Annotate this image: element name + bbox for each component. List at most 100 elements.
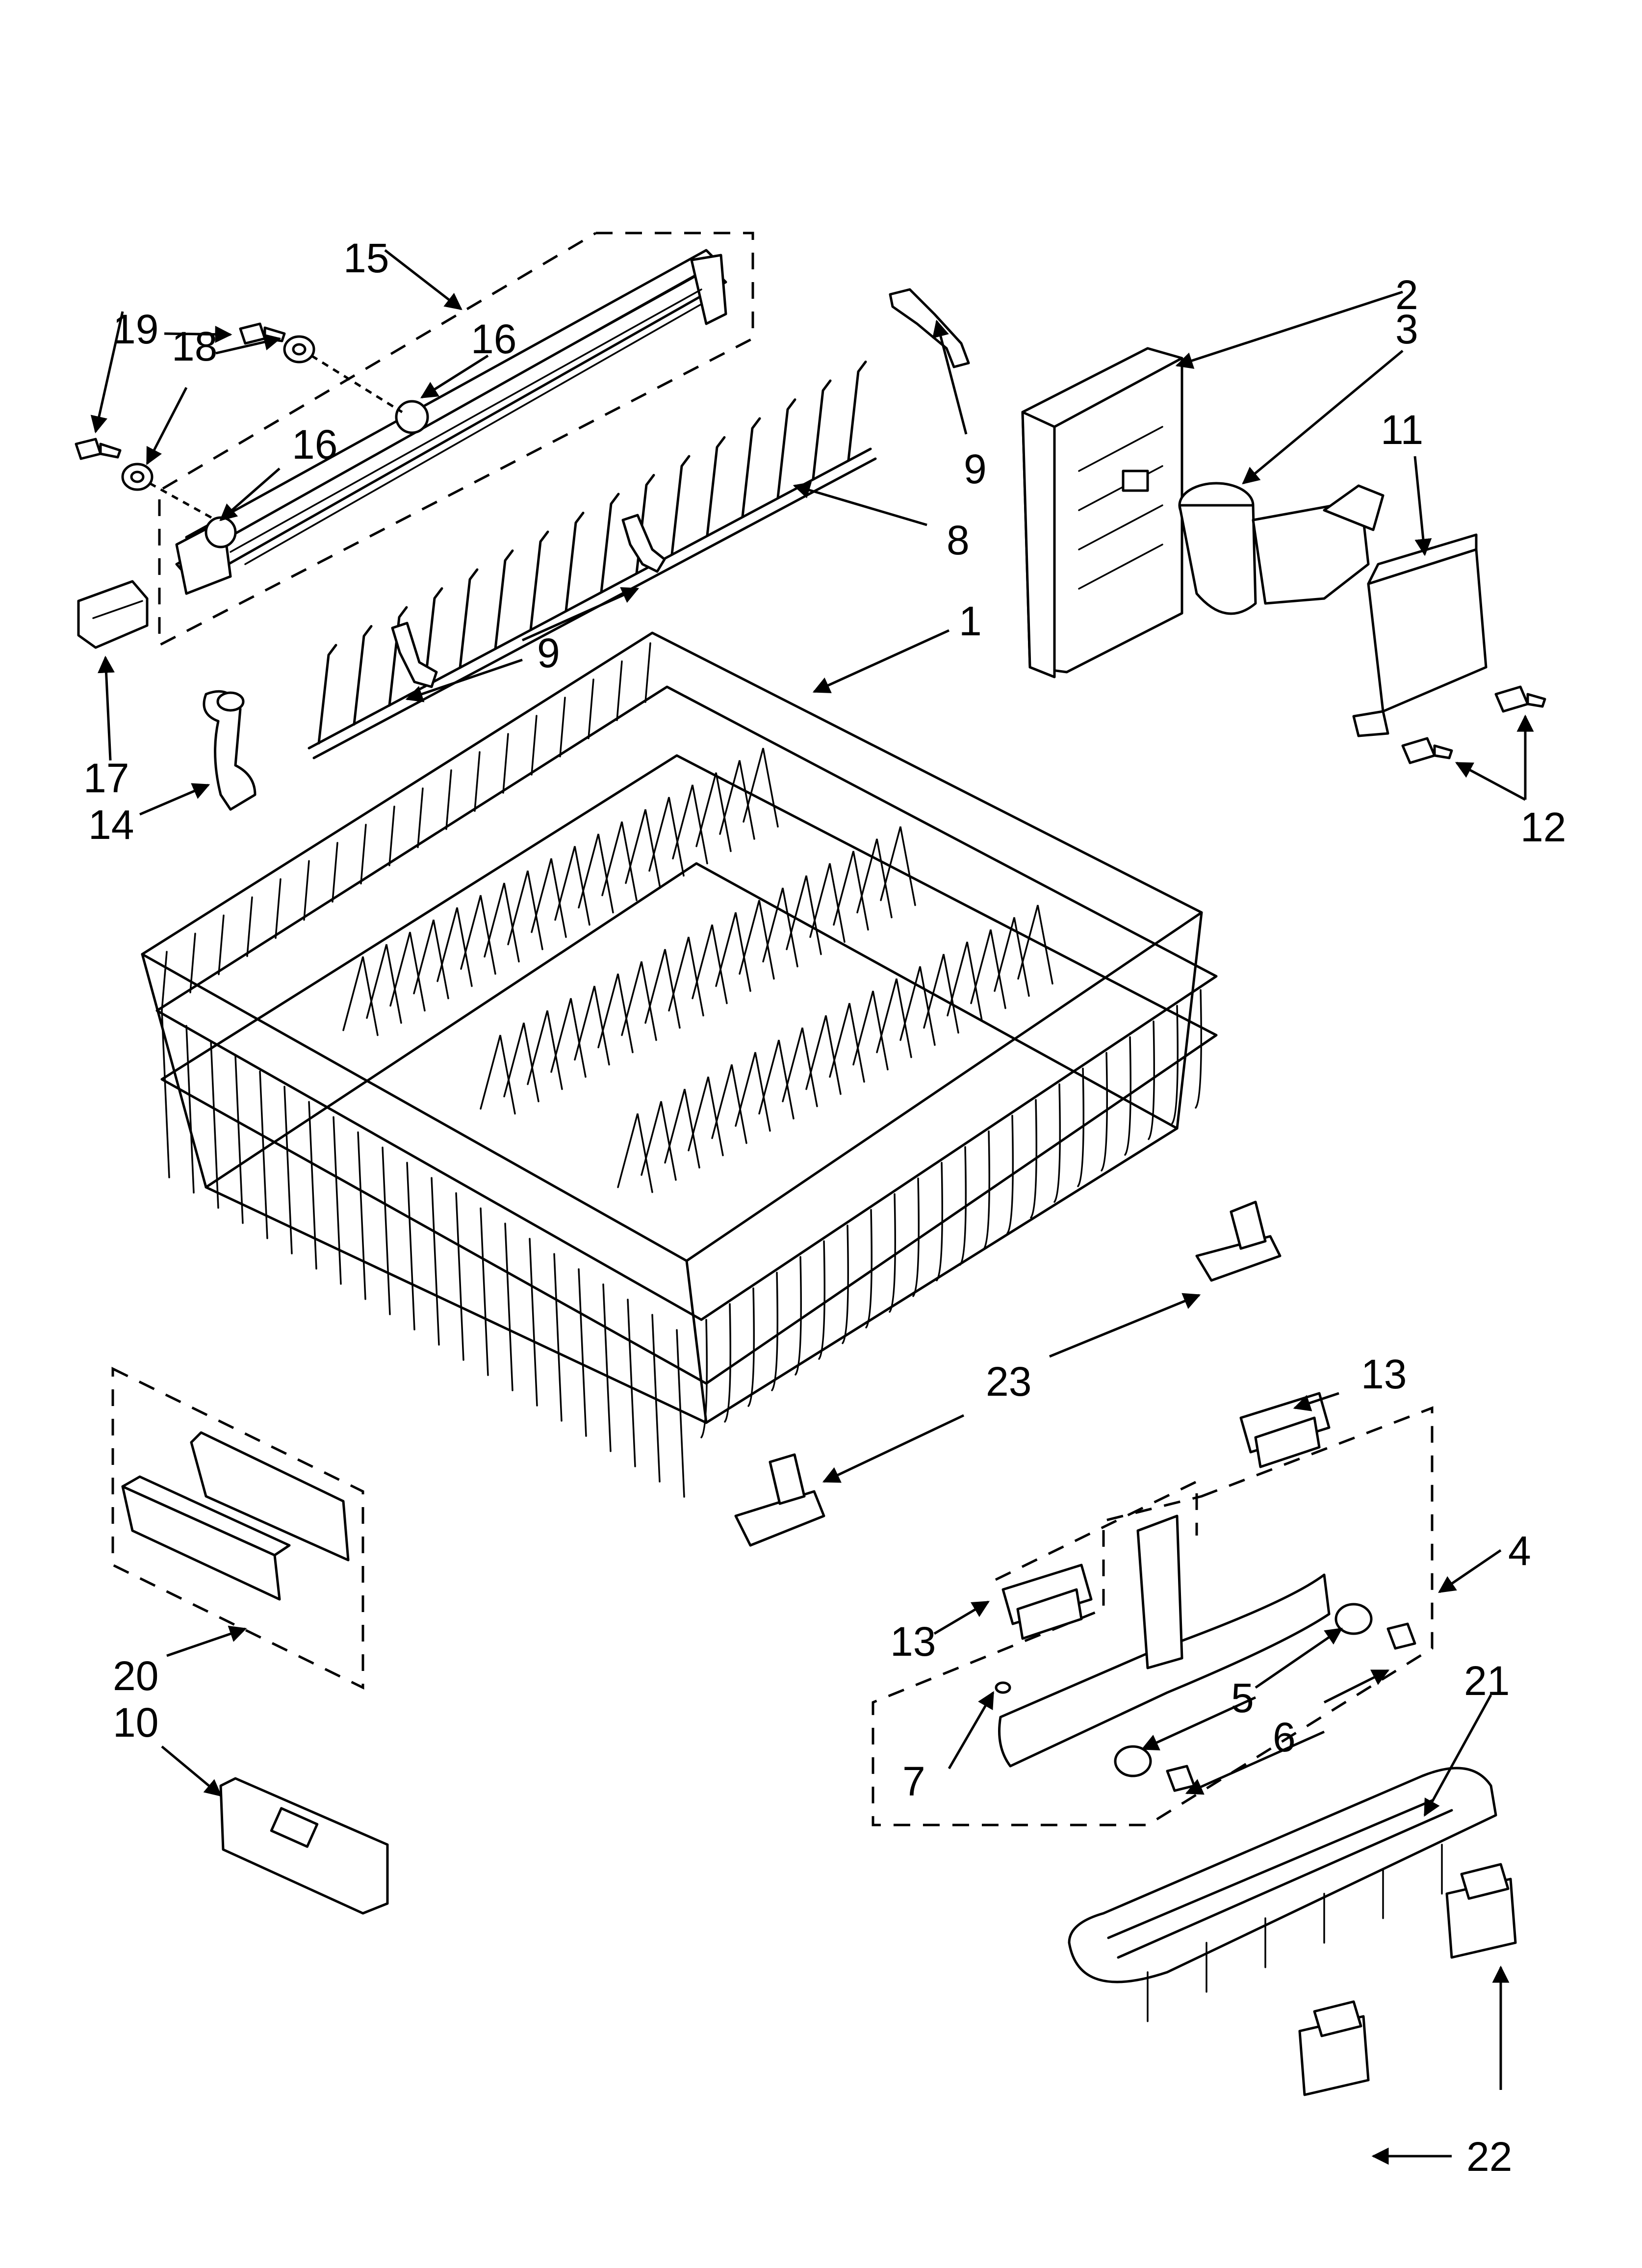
wire-segment bbox=[852, 991, 889, 1070]
wire-segment bbox=[776, 398, 796, 499]
wire-segment bbox=[388, 606, 408, 707]
wire-segment bbox=[460, 895, 496, 975]
callout-labels: 15 19 18 16 16 17 14 2 3 11 9 8 9 1 12 2… bbox=[83, 235, 1566, 2180]
wire-segment bbox=[644, 949, 681, 1029]
callout-11: 11 bbox=[1381, 407, 1423, 453]
wire-segment bbox=[786, 875, 822, 955]
callout-13-lower: 13 bbox=[890, 1618, 936, 1665]
wire-segment bbox=[1195, 989, 1202, 1109]
wire-segment bbox=[782, 1027, 818, 1107]
wire-segment bbox=[889, 1193, 896, 1313]
callout-21: 21 bbox=[1464, 1658, 1510, 1704]
wire-segment bbox=[333, 1116, 342, 1285]
wire-segment bbox=[743, 748, 779, 828]
wire-segment bbox=[856, 838, 893, 918]
wire-segment bbox=[417, 787, 424, 848]
wire-segment bbox=[739, 900, 775, 980]
end-cap-part-17 bbox=[77, 580, 149, 649]
wire-segment bbox=[994, 917, 1030, 997]
callout-8: 8 bbox=[947, 517, 970, 563]
callout-7: 7 bbox=[902, 1758, 925, 1804]
wire-segment bbox=[332, 842, 338, 903]
wire-segment bbox=[531, 858, 567, 938]
wire-segment bbox=[670, 455, 691, 556]
rack-stop-part-23-right bbox=[1195, 1200, 1282, 1282]
wire-segment bbox=[431, 1177, 440, 1346]
screw-19-lower bbox=[75, 438, 122, 460]
wire-segment bbox=[185, 1025, 195, 1194]
wire-segment bbox=[503, 1022, 539, 1102]
callout-16-lower: 16 bbox=[292, 421, 337, 468]
wire-segment bbox=[303, 860, 310, 921]
wire-segment bbox=[880, 826, 916, 906]
wheel-carrier-group-part-4 bbox=[872, 1406, 1434, 1826]
wire-segment bbox=[627, 1299, 636, 1467]
wire-segment bbox=[809, 863, 846, 943]
wire-segment bbox=[259, 1070, 268, 1239]
wire-segment bbox=[1124, 1036, 1131, 1156]
callout-9-upper: 9 bbox=[964, 446, 987, 492]
wire-segment bbox=[480, 1207, 489, 1376]
wire-segment bbox=[553, 1253, 563, 1422]
wire-segment bbox=[588, 678, 594, 739]
wire-segment bbox=[275, 878, 282, 939]
callout-5: 5 bbox=[1231, 1675, 1254, 1721]
rack-clip-part-22-left bbox=[1298, 2000, 1370, 2096]
wire-segment bbox=[218, 914, 225, 975]
wire-segment bbox=[459, 568, 479, 669]
wire-segment bbox=[795, 1256, 802, 1376]
wire-segment bbox=[970, 929, 1006, 1009]
washer-18-lower bbox=[121, 463, 154, 491]
wire-segment bbox=[735, 1052, 771, 1132]
rail-group-dashed-outline bbox=[158, 232, 754, 648]
handle-group-part-20 bbox=[111, 1366, 364, 1690]
wire-segment bbox=[695, 772, 732, 852]
latch-part-10 bbox=[219, 1777, 389, 1915]
wire-segment bbox=[711, 1064, 747, 1144]
wire-segment bbox=[210, 1040, 219, 1209]
wire-segment bbox=[504, 1223, 513, 1391]
wire-segment bbox=[1171, 1005, 1179, 1124]
wire-segment bbox=[413, 919, 449, 999]
wire-segment bbox=[651, 1314, 661, 1483]
wire-segment bbox=[161, 951, 168, 1012]
callout-2: 2 bbox=[1395, 272, 1418, 318]
wire-segment bbox=[317, 644, 337, 745]
carrier-group-dashed-outline bbox=[872, 1406, 1434, 1826]
wire-segment bbox=[688, 1076, 724, 1156]
wire-segment bbox=[189, 933, 196, 993]
wire-segment bbox=[833, 851, 869, 931]
wire-segment bbox=[502, 733, 509, 794]
wire-segment bbox=[762, 887, 798, 967]
wire-segment bbox=[700, 1319, 708, 1438]
wire-segment bbox=[865, 1209, 872, 1329]
wire-segment bbox=[947, 941, 983, 1021]
wire-segment bbox=[818, 1240, 825, 1360]
wire-segment bbox=[574, 986, 610, 1066]
callout-15: 15 bbox=[343, 235, 389, 281]
adjuster-housing-part-2 bbox=[1021, 347, 1183, 678]
wire-segment bbox=[474, 751, 481, 812]
rack-clip-part-22-right bbox=[1445, 1863, 1517, 1959]
wire-segment bbox=[625, 809, 661, 889]
callout-19: 19 bbox=[113, 306, 158, 352]
wire-segment bbox=[246, 896, 253, 957]
wire-segment bbox=[559, 697, 566, 757]
wire-segment bbox=[529, 1238, 538, 1407]
wire-segment bbox=[644, 642, 651, 703]
wire-segment bbox=[600, 493, 620, 594]
callout-1: 1 bbox=[959, 598, 982, 644]
wire-segment bbox=[1017, 905, 1053, 985]
adjuster-lever-part-3 bbox=[1178, 482, 1385, 615]
wire-segment bbox=[876, 978, 912, 1058]
tine-clip-part-9-mid bbox=[621, 514, 666, 573]
basket-inner-tines bbox=[342, 748, 1053, 1193]
wire-segment bbox=[747, 1287, 755, 1407]
wire-segment bbox=[550, 998, 587, 1078]
screws-part-12 bbox=[1401, 685, 1546, 764]
callout-16-upper: 16 bbox=[471, 316, 516, 362]
tine-clip-part-9-upper bbox=[889, 288, 970, 368]
wire-segment bbox=[366, 944, 402, 1024]
wire-segment bbox=[161, 1010, 170, 1178]
